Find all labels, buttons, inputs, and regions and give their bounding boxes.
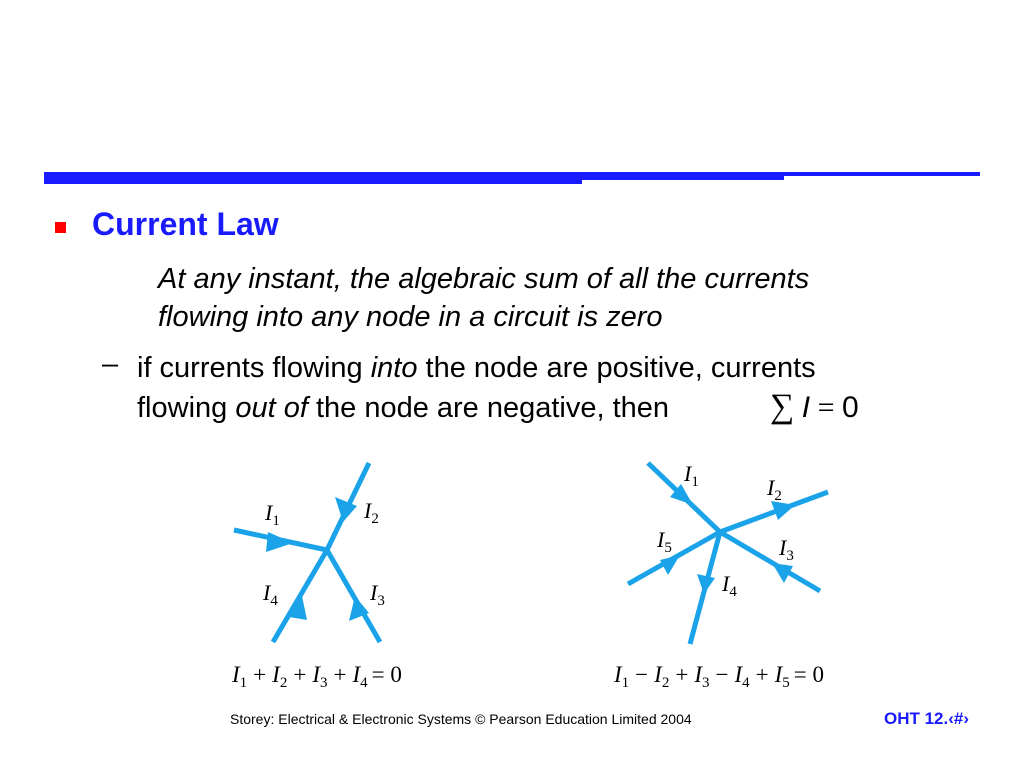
left-arrow-i4-icon — [289, 596, 307, 620]
right-arrows — [660, 484, 795, 594]
right-node-diagram — [626, 461, 829, 645]
right-wire-i3 — [718, 529, 822, 594]
left-arrow-i3-icon — [349, 596, 369, 621]
left-label-i2: I2 — [363, 498, 379, 527]
law-line-2: flowing into any node in a circuit is ze… — [158, 301, 663, 333]
left-label-i1: I1 — [264, 500, 280, 529]
left-arrow-i1-icon — [266, 532, 293, 552]
formula-zero: 0 — [842, 391, 859, 424]
sub-line-2: flowing out of the node are negative, th… — [137, 392, 670, 424]
right-label-i1: I1 — [683, 461, 699, 490]
sub-bullet-dash: – — [102, 348, 119, 380]
bullet-square-icon — [55, 222, 66, 233]
footer-copyright: Storey: Electrical & Electronic Systems … — [230, 711, 692, 727]
right-arrow-i2-icon — [771, 501, 795, 520]
right-current-labels: I1 I2 I3 I4 I5 — [656, 461, 794, 600]
right-label-i5: I5 — [656, 527, 672, 556]
right-kcl-equation: I1−I2+I3−I4+I5= 0 — [613, 662, 824, 691]
right-wire-i2 — [719, 489, 829, 535]
heading-current-law: Current Law — [92, 206, 279, 242]
formula-equals: = — [817, 391, 835, 424]
right-label-i2: I2 — [766, 475, 782, 504]
right-arrow-i3-icon — [772, 563, 793, 583]
right-label-i4: I4 — [721, 571, 737, 600]
left-current-labels: I1 I2 I3 I4 — [262, 498, 385, 609]
left-wire-i4 — [270, 548, 330, 644]
left-arrow-i2-icon — [335, 497, 357, 522]
sum-symbol: ∑ — [770, 388, 795, 425]
left-arrows — [266, 497, 369, 621]
left-label-i3: I3 — [369, 580, 385, 609]
sub-line-1: if currents flowing into the node are po… — [137, 352, 816, 384]
right-arrow-i4-icon — [697, 574, 715, 594]
formula-current: I — [801, 391, 811, 424]
left-kcl-equation: I1+I2+I3+I4= 0 — [231, 662, 402, 691]
left-wire-i3 — [324, 548, 383, 644]
title-rule-thick — [44, 172, 582, 184]
sum-formula: ∑ I = 0 — [770, 388, 859, 426]
left-label-i4: I4 — [262, 580, 278, 609]
law-line-1: At any instant, the algebraic sum of all… — [158, 263, 810, 295]
right-arrow-i1-icon — [670, 484, 693, 505]
law-statement: At any instant, the algebraic sum of all… — [158, 260, 809, 336]
sub-bullet-text: if currents flowing into the node are po… — [137, 348, 816, 428]
slide-number: OHT 12.‹#› — [884, 709, 970, 728]
right-label-i3: I3 — [778, 535, 794, 564]
right-arrow-i5-icon — [660, 555, 680, 575]
